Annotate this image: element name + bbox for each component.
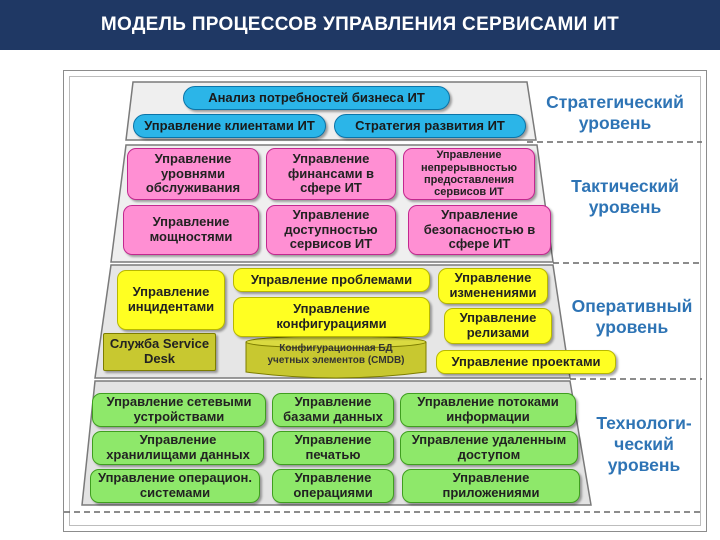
incidents-box: Управление инцидентами [117, 270, 225, 330]
os-box: Управление операцион. системами [90, 469, 260, 503]
remote-access-box: Управление удаленным доступом [400, 431, 578, 465]
printing-box: Управление печатью [272, 431, 394, 465]
cmdb-label-line1: Конфигурационная БД [279, 343, 393, 354]
projects-box: Управление проектами [436, 350, 616, 374]
clients-box: Управление клиентами ИТ [133, 114, 326, 138]
level-technological: Технологи- ческий уровень [590, 413, 698, 476]
continuity-box: Управление непрерывностью предоставления… [403, 148, 535, 200]
page-title: МОДЕЛЬ ПРОЦЕССОВ УПРАВЛЕНИЯ СЕРВИСАМИ ИТ [0, 0, 720, 50]
level-technological-line1: Технологи- [596, 413, 692, 433]
problems-box: Управление проблемами [233, 268, 430, 292]
level-strategic: Стратегический уровень [546, 92, 684, 133]
capacity-box: Управление мощностями [123, 205, 259, 255]
info-flows-box: Управление потоками информации [400, 393, 576, 427]
security-box: Управление безопасностью в сфере ИТ [408, 205, 551, 255]
storage-box: Управление хранилищами данных [92, 431, 264, 465]
cmdb-label: Конфигурационная БД учетных элементов (C… [246, 343, 426, 366]
changes-box: Управление изменениями [438, 268, 548, 304]
level-technological-line2: ческий [614, 434, 674, 454]
cmdb-label-line2: учетных элементов (CMDB) [267, 354, 405, 366]
configurations-box: Управление конфигурациями [233, 297, 430, 337]
service-levels-box: Управление уровнями обслуживания [127, 148, 259, 200]
business-needs-box: Анализ потребностей бизнеса ИТ [183, 86, 450, 110]
level-operational: Оперативный уровень [571, 296, 693, 337]
operations-box: Управление операциями [272, 469, 394, 503]
finance-box: Управление финансами в сфере ИТ [266, 148, 396, 200]
level-technological-line3: уровень [607, 455, 681, 475]
applications-box: Управление приложениями [402, 469, 580, 503]
network-box: Управление сетевыми устройствами [92, 393, 266, 427]
strategy-box: Стратегия развития ИТ [334, 114, 526, 138]
availability-box: Управление доступностью сервисов ИТ [266, 205, 396, 255]
level-tactical: Тактический уровень [571, 176, 679, 217]
databases-box: Управление базами данных [272, 393, 394, 427]
service-desk-box: Служба Service Desk [103, 333, 216, 371]
releases-box: Управление релизами [444, 308, 552, 344]
